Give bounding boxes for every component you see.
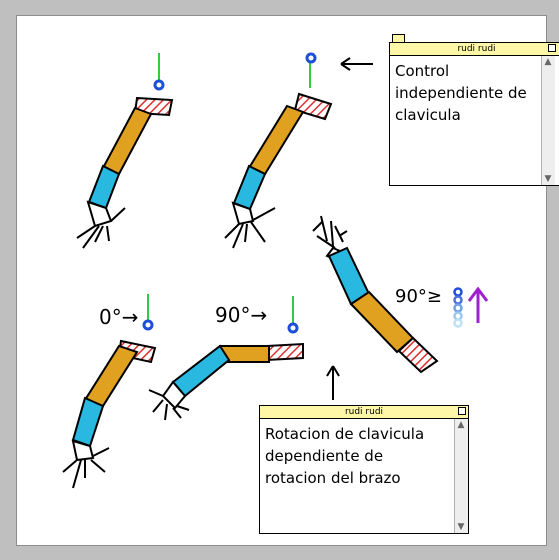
note-titlebar[interactable]: rudi rudi: [260, 406, 468, 419]
scroll-up-icon[interactable]: ▲: [544, 57, 552, 67]
rotation-indicator: [453, 286, 489, 328]
sketch-svg: 90°≥ 0°→ 90°→: [62, 52, 489, 489]
note-line: clavicula: [395, 106, 461, 124]
upper-arm: [101, 106, 153, 176]
note-title: rudi rudi: [344, 407, 384, 417]
forearm: [87, 164, 121, 210]
note-line: Rotacion de clavicula: [265, 425, 425, 443]
note-close-button[interactable]: [458, 407, 466, 415]
sticky-note-2[interactable]: rudi rudi Rotacion de clavicula dependie…: [259, 405, 469, 534]
arrow-to-note-1: [340, 57, 373, 71]
note-close-button[interactable]: [548, 44, 556, 52]
arm-figure-4: [62, 294, 157, 489]
sticky-note-1[interactable]: rudi rudi Control independiente de clavi…: [389, 42, 559, 186]
note-body[interactable]: Rotacion de clavicula dependiente de rot…: [265, 423, 450, 489]
arm-figure-2: [224, 52, 333, 249]
scroll-down-icon[interactable]: ▼: [457, 522, 465, 532]
note-body[interactable]: Control independiente de clavicula: [395, 60, 545, 126]
scroll-down-icon[interactable]: ▼: [544, 174, 552, 184]
note-line: dependiente de: [265, 447, 384, 465]
scroll-up-icon[interactable]: ▲: [457, 420, 465, 430]
label-90-a: 90°→: [215, 303, 267, 327]
label-90-b: 90°≥: [395, 286, 442, 307]
note-titlebar[interactable]: rudi rudi: [390, 43, 559, 56]
note-title: rudi rudi: [457, 44, 496, 54]
note-line: independiente de: [395, 84, 527, 102]
note-line: rotacion del brazo: [265, 469, 401, 487]
note-line: Control: [395, 62, 450, 80]
arrow-to-note-2: [326, 365, 340, 400]
note-scrollbar[interactable]: ▲ ▼: [541, 56, 555, 185]
arm-figure-3: [312, 215, 439, 374]
arm-figure-5: [148, 296, 304, 421]
label-0: 0°→: [99, 305, 138, 329]
note-scrollbar[interactable]: ▲ ▼: [454, 419, 468, 533]
joint-ring: [153, 79, 165, 91]
arm-figure-1: [76, 53, 174, 249]
note-tab: [392, 34, 405, 43]
